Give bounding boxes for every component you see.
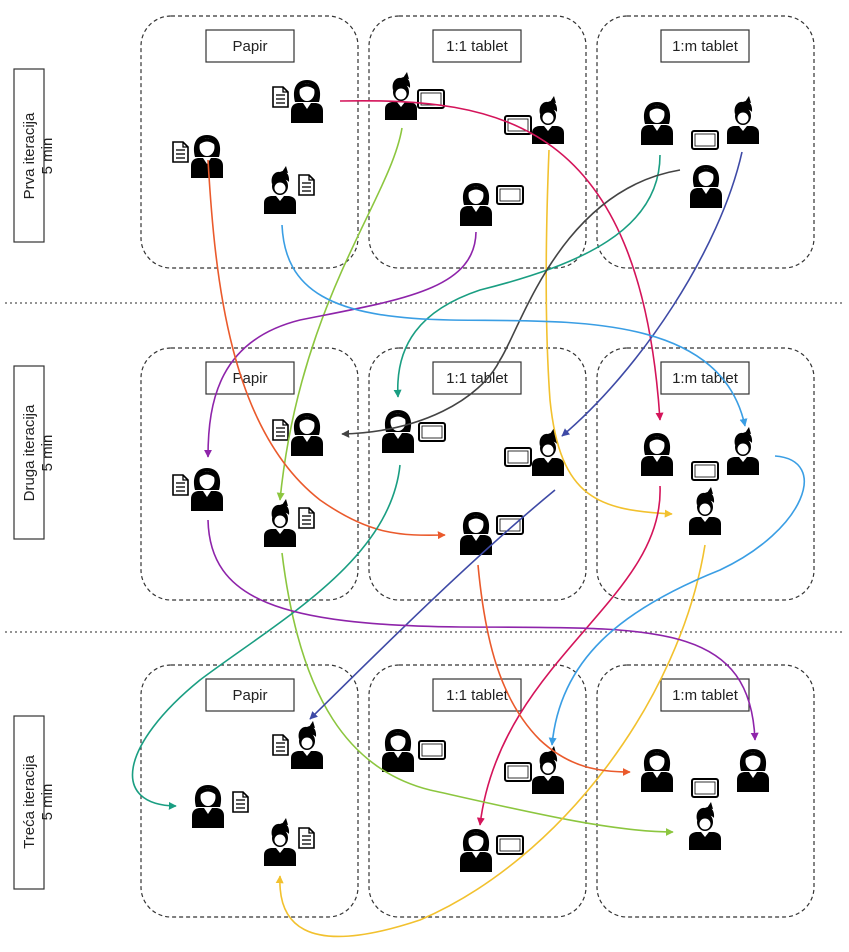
boy-student-icon — [385, 72, 417, 120]
iteration-label-1: Prva iteracija 5 min — [13, 68, 56, 243]
paper-document-icon — [272, 86, 289, 108]
arrow-magenta — [476, 485, 661, 826]
boy-student-icon — [532, 428, 564, 476]
arrow-lightgreen — [276, 127, 403, 501]
girl-student-icon — [460, 183, 492, 226]
condition-label-1tom: 1:m tablet — [672, 38, 739, 55]
arrow-darkgray — [341, 169, 681, 438]
boy-student-icon — [689, 802, 721, 850]
condition-box-1tom-2 — [596, 347, 815, 601]
arrow-magenta — [339, 99, 664, 421]
condition-label-1to1: 1:1 tablet — [446, 687, 509, 704]
paper-document-icon — [298, 174, 315, 196]
iteration-label-3: Treća iteracija 5 min — [13, 715, 56, 890]
tablet-icon — [691, 130, 719, 150]
condition-box-papir-1 — [140, 15, 359, 269]
arrow-navy — [561, 151, 743, 437]
condition-label-1to1: 1:1 tablet — [446, 370, 509, 387]
condition-box-1to1-3 — [368, 664, 587, 918]
arrow-yellow — [275, 544, 706, 938]
iteration-duration: 5 min — [39, 435, 56, 472]
iteration-title: Treća iteracija — [21, 755, 38, 849]
arrow-orange — [477, 564, 631, 776]
girl-student-icon — [690, 165, 722, 208]
girl-student-icon — [291, 413, 323, 456]
arrow-teal — [131, 464, 401, 810]
arrow-navy — [309, 489, 556, 720]
arrow-purple — [204, 231, 477, 458]
girl-student-icon — [460, 829, 492, 872]
boy-student-icon — [727, 96, 759, 144]
iteration-label-2: Druga iteracija 5 min — [13, 365, 56, 540]
paper-document-icon — [272, 734, 289, 756]
tablet-icon — [496, 835, 524, 855]
students-iteration-2 — [172, 410, 759, 555]
arrow-orange — [207, 159, 446, 540]
arrow-teal — [393, 154, 661, 398]
condition-label-1tom: 1:m tablet — [672, 687, 739, 704]
condition-label-papir: Papir — [232, 687, 267, 704]
girl-student-icon — [382, 729, 414, 772]
tablet-icon — [691, 461, 719, 481]
condition-box-1to1-2 — [368, 347, 587, 601]
boy-student-icon — [264, 166, 296, 214]
boy-student-icon — [264, 818, 296, 866]
boy-student-icon — [264, 499, 296, 547]
girl-student-icon — [641, 433, 673, 476]
arrow-lightgreen — [281, 552, 674, 836]
condition-box-papir-2 — [140, 347, 359, 601]
condition-box-1tom-3 — [596, 664, 815, 918]
boy-student-icon — [689, 487, 721, 535]
iteration-title: Druga iteracija — [21, 404, 38, 501]
condition-label-papir: Papir — [232, 38, 267, 55]
tablet-icon — [496, 185, 524, 205]
students-iteration-1 — [172, 72, 759, 226]
paper-document-icon — [172, 474, 189, 496]
arrow-yellow — [545, 149, 673, 518]
iteration-title: Prva iteracija — [21, 112, 38, 199]
tablet-icon — [504, 447, 532, 467]
boy-student-icon — [727, 427, 759, 475]
girl-student-icon — [737, 749, 769, 792]
movement-arrows — [131, 99, 805, 938]
condition-box-1tom-1 — [596, 15, 815, 269]
boy-student-icon — [291, 721, 323, 769]
tablet-icon — [504, 762, 532, 782]
girl-student-icon — [192, 785, 224, 828]
tablet-icon — [496, 515, 524, 535]
condition-box-1to1-1 — [368, 15, 587, 269]
iteration-duration: 5 min — [39, 138, 56, 175]
girl-student-icon — [291, 80, 323, 123]
paper-document-icon — [298, 827, 315, 849]
arrow-purple — [207, 519, 759, 741]
girl-student-icon — [641, 102, 673, 145]
paper-document-icon — [172, 141, 189, 163]
condition-label-1to1: 1:1 tablet — [446, 38, 509, 55]
condition-labels: Papir 1:1 tablet 1:m tablet Papir 1:1 ta… — [205, 29, 750, 712]
arrow-skyblue — [548, 455, 805, 746]
girl-student-icon — [382, 410, 414, 453]
paper-document-icon — [272, 419, 289, 441]
girl-student-icon — [191, 468, 223, 511]
girl-student-icon — [641, 749, 673, 792]
boy-student-icon — [532, 746, 564, 794]
paper-document-icon — [232, 791, 249, 813]
arrow-skyblue — [281, 224, 748, 427]
students-iteration-3 — [192, 721, 769, 872]
girl-student-icon — [191, 135, 223, 178]
tablet-icon — [691, 778, 719, 798]
iteration-duration: 5 min — [39, 784, 56, 821]
paper-document-icon — [298, 507, 315, 529]
tablet-icon — [418, 422, 446, 442]
tablet-icon — [418, 740, 446, 760]
condition-box-papir-3 — [140, 664, 359, 918]
condition-label-1tom: 1:m tablet — [672, 370, 739, 387]
condition-label-papir: Papir — [232, 370, 267, 387]
